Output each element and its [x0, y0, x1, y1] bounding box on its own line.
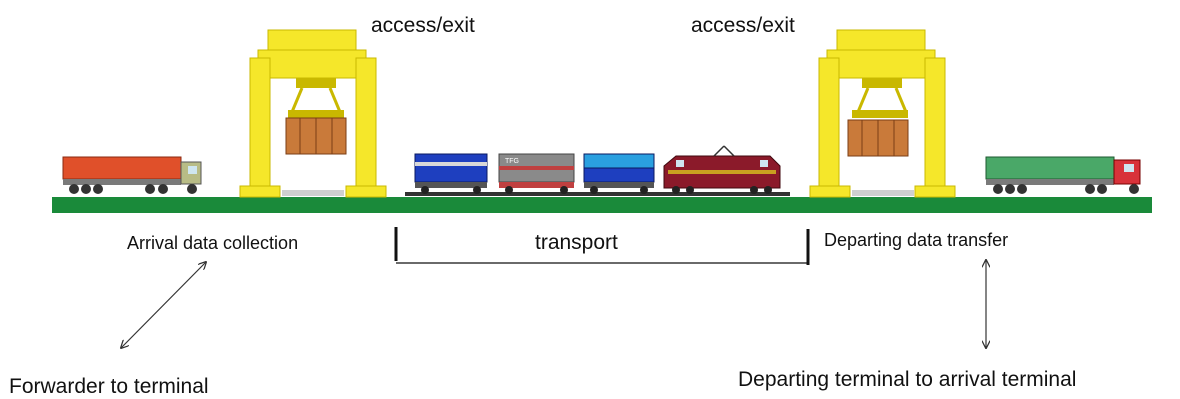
gantry-crane-left-icon — [239, 29, 387, 198]
train-icon: TFG — [405, 145, 790, 196]
forwarder-to-terminal-label: Forwarder to terminal — [9, 375, 209, 398]
ground-strip — [52, 197, 1152, 213]
container-label: TFG — [505, 158, 519, 165]
truck-right-icon — [985, 156, 1141, 194]
access-exit-right-label: access/exit — [691, 14, 795, 37]
transport-bracket — [394, 227, 810, 265]
departing-data-transfer-label: Departing data transfer — [824, 230, 1009, 250]
double-arrow-left — [121, 262, 206, 348]
departing-to-arrival-label: Departing terminal to arrival terminal — [738, 368, 1077, 391]
arrival-data-collection-label: Arrival data collection — [127, 233, 299, 253]
transport-label: transport — [535, 231, 618, 254]
gantry-crane-right-icon — [809, 29, 956, 198]
truck-left-icon — [62, 156, 202, 194]
access-exit-left-label: access/exit — [371, 14, 475, 37]
